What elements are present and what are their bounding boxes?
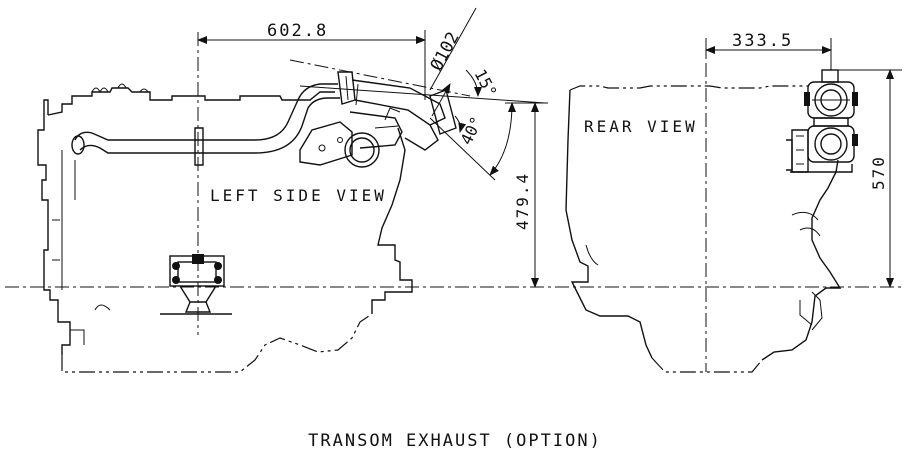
dim-333-5 <box>705 38 832 70</box>
drawing-caption: TRANSOM EXHAUST (OPTION) <box>308 431 602 451</box>
dim-479-4-label: 479.4 <box>513 172 532 230</box>
left-exhaust-elbow <box>337 71 457 168</box>
dim-602-8-label: 602.8 <box>267 21 328 41</box>
left-exhaust-pipe <box>71 83 353 166</box>
angle-15-label: 15° <box>470 66 500 100</box>
rear-engine-outline <box>565 85 842 373</box>
dim-479-4 <box>505 102 548 288</box>
rear-view-label: REAR VIEW <box>584 117 698 136</box>
dim-570-label: 570 <box>869 155 888 190</box>
dim-diameter <box>429 7 477 117</box>
left-engine-mount <box>160 254 232 315</box>
rear-exhaust-assembly <box>786 69 858 173</box>
angle-40 <box>429 102 516 181</box>
left-engine-outline <box>37 83 413 373</box>
angle-15 <box>289 59 546 104</box>
dim-333-5-label: 333.5 <box>732 31 793 51</box>
dim-570 <box>838 69 902 288</box>
dim-602-8 <box>197 30 426 100</box>
angle-40-label: 40° <box>457 113 487 147</box>
left-side-view-label: LEFT SIDE VIEW <box>210 186 387 205</box>
dim-diameter-label: Ø102 <box>427 29 464 75</box>
